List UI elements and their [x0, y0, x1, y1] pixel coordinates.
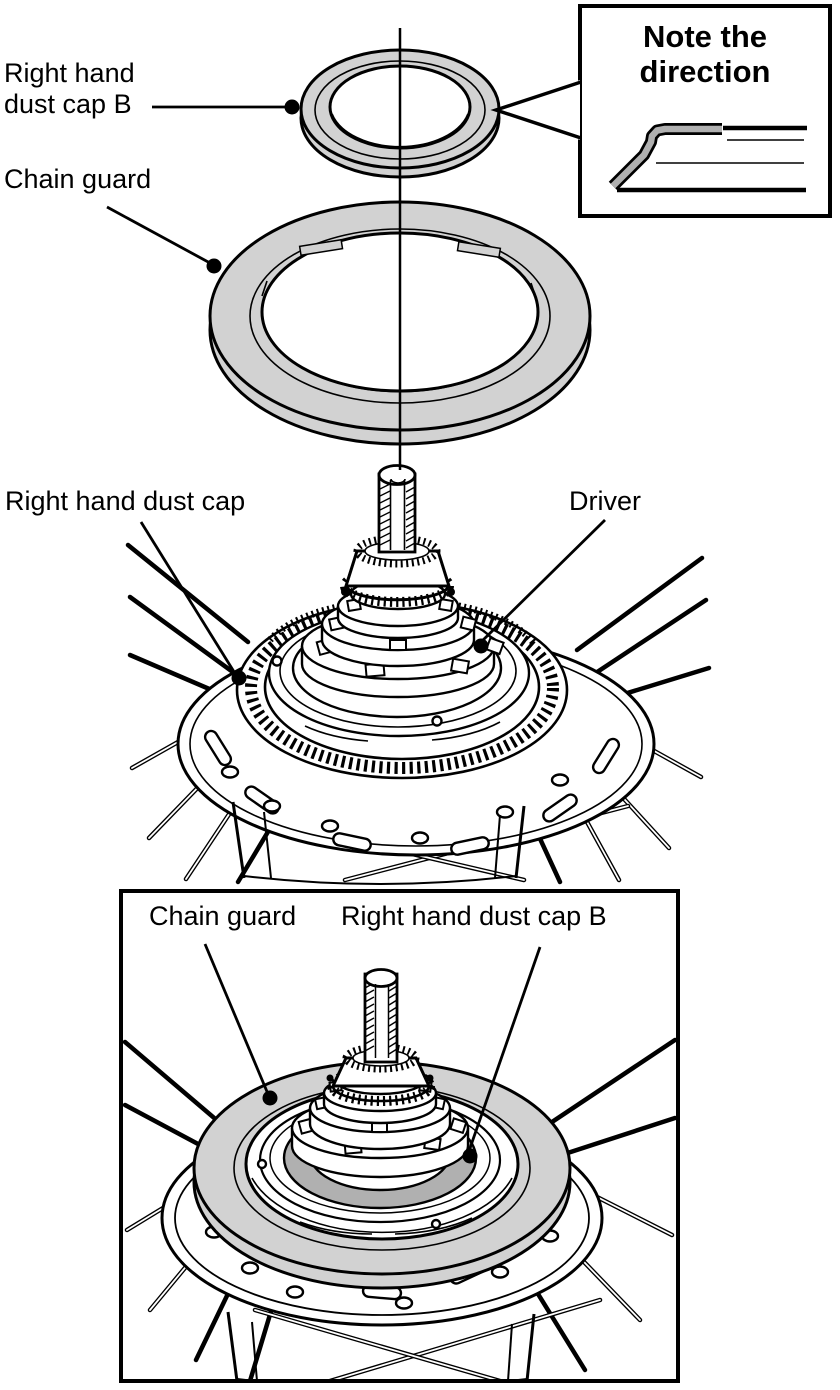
hub-flange	[176, 631, 656, 857]
leader-chain-guard-top	[106, 205, 222, 274]
label-right-hand-dust-cap-b: Right hand dust cap B	[4, 58, 135, 120]
hub-assembly-exploded	[125, 464, 712, 885]
label-right-hand-dust-cap: Right hand dust cap	[5, 486, 246, 516]
chain-guard-ring-exploded	[208, 200, 592, 446]
axle-shaft	[377, 464, 417, 554]
label-chain-guard-inset: Chain guard	[149, 901, 297, 931]
right-hand-dust-cap-face	[267, 608, 531, 742]
note-callout-title: Note the direction	[639, 19, 771, 89]
inset-box	[119, 889, 680, 1383]
hub-barrel	[231, 801, 526, 885]
note-callout-box: Note the direction	[578, 4, 832, 218]
label-chain-guard: Chain guard	[4, 164, 152, 194]
hub-shell-serrated-rim	[267, 596, 538, 647]
ring-gear	[235, 596, 569, 780]
label-driver: Driver	[569, 486, 641, 516]
spokes	[125, 542, 712, 885]
spoke-heads	[203, 729, 621, 856]
note-callout-pointer	[490, 80, 582, 140]
label-right-hand-dust-cap-b-inset: Right hand dust cap B	[341, 901, 607, 931]
leader-driver	[473, 519, 606, 654]
dust-cap-b-ring-exploded	[299, 48, 501, 179]
axle-cone	[340, 534, 454, 607]
leader-right-hand-dust-cap	[139, 521, 247, 686]
spoke-holes	[220, 765, 570, 845]
driver-stack	[300, 577, 505, 699]
leader-dust-cap-b-top	[152, 99, 300, 115]
